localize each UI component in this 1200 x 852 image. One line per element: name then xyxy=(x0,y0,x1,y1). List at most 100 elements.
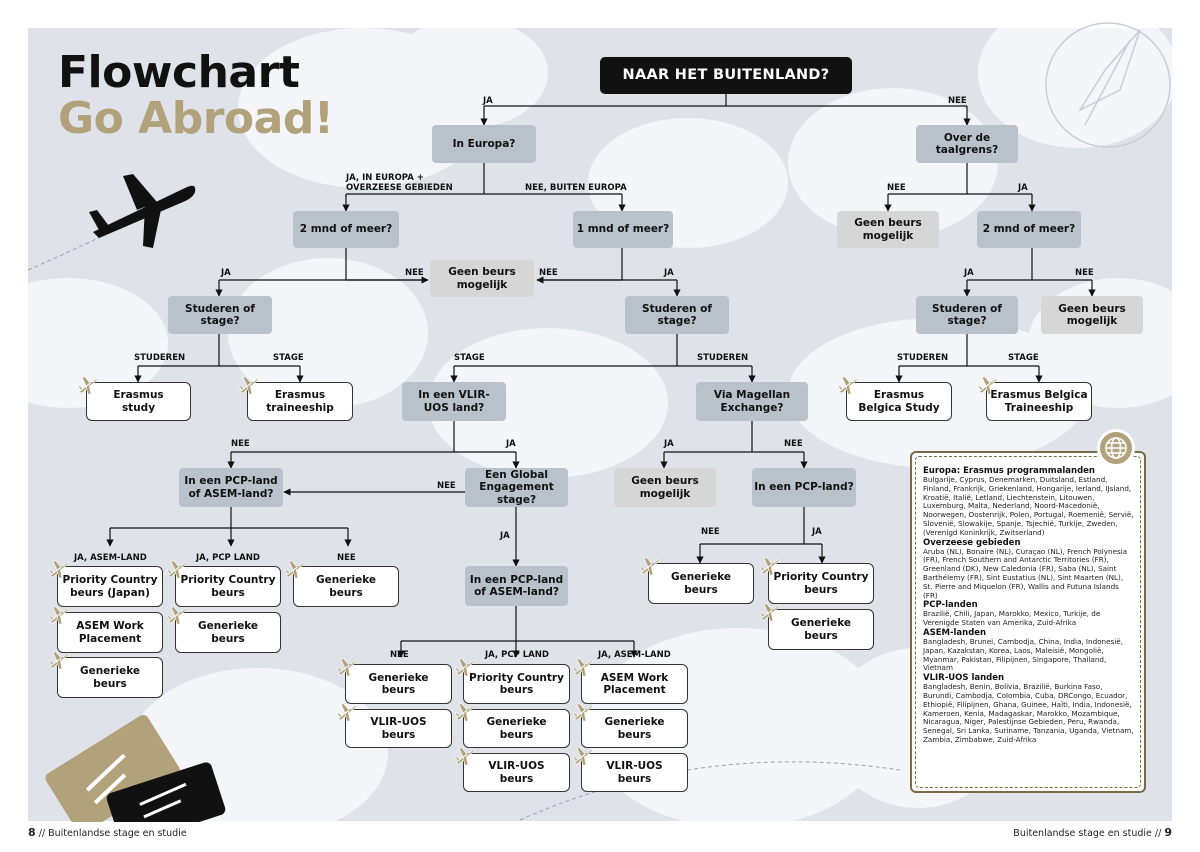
branch-label: NEE xyxy=(887,183,906,193)
question-vliruos-land: In een VLIR-UOS land? xyxy=(402,382,506,421)
outcome-generieke-3: Generieke beurs xyxy=(57,657,163,698)
plane-stamp-icon xyxy=(238,374,260,396)
legend-text: Bangladesh, Brunei, Cambodja, China, Ind… xyxy=(923,636,1123,673)
branch-label: JA xyxy=(664,439,674,449)
question-2mnd-left: 2 mnd of meer? xyxy=(293,211,399,248)
plane-stamp-icon xyxy=(639,555,661,577)
legend-heading: VLIR-UOS landen xyxy=(923,673,1005,684)
branch-label: JA xyxy=(964,268,974,278)
branch-label: OVERZEESE GEBIEDEN xyxy=(346,183,453,193)
plane-stamp-icon xyxy=(837,374,859,396)
legend-section-overzeese: Overzeese gebieden Aruba (NL), Bonaire (… xyxy=(923,538,1135,601)
no-grant-right1: Geen beurs mogelijk xyxy=(837,211,939,248)
plane-stamp-icon xyxy=(759,555,781,577)
branch-label: NEE xyxy=(1075,268,1094,278)
root-question: NAAR HET BUITENLAND? xyxy=(600,57,852,94)
plane-stamp-icon xyxy=(454,656,476,678)
branch-label: JA, ASEM-LAND xyxy=(74,553,147,563)
branch-label: STUDEREN xyxy=(697,353,749,363)
plane-stamp-icon xyxy=(48,604,70,626)
no-grant-middle: Geen beurs mogelijk xyxy=(430,260,534,297)
branch-label: JA xyxy=(664,268,674,278)
outcome-belgica-traineeship: Erasmus Belgica Traineeship xyxy=(986,382,1092,421)
question-pcp-or-asem-1: In een PCP-land of ASEM-land? xyxy=(179,468,283,507)
plane-stamp-icon xyxy=(454,701,476,723)
outcome-generieke-2: Generieke beurs xyxy=(175,612,281,653)
question-pcp-land: In een PCP-land? xyxy=(752,468,856,507)
outcome-erasmus-traineeship: Erasmus traineeship xyxy=(247,382,353,421)
branch-label: NEE, BUITEN EUROPA xyxy=(525,183,627,193)
footer-left: 8 // Buitenlandse stage en studie xyxy=(28,826,187,839)
plane-stamp-icon xyxy=(977,374,999,396)
page-number-right: 9 xyxy=(1164,826,1172,839)
footer-right-text: Buitenlandse stage en studie // xyxy=(1013,828,1162,839)
legend-heading: Europa: Erasmus programmalanden xyxy=(923,466,1095,476)
question-pcp-or-asem-2: In een PCP-land of ASEM-land? xyxy=(465,566,568,606)
plane-stamp-icon xyxy=(166,558,188,580)
outcome-vliruos-beurs-3: VLIR-UOS beurs xyxy=(581,753,688,792)
outcome-asem-work-1: ASEM Work Placement xyxy=(57,612,163,653)
cloud-decoration xyxy=(388,28,548,128)
ticket-icon xyxy=(45,715,226,822)
branch-label: JA xyxy=(483,96,493,106)
branch-label: NEE xyxy=(784,439,803,449)
legend-heading: PCP-landen xyxy=(923,600,978,611)
legend-section-vliruos: VLIR-UOS landen Bangladesh, Benin, Boliv… xyxy=(923,673,1135,745)
page-title-line2: Go Abroad! xyxy=(58,93,334,144)
outcome-generieke-5: Generieke beurs xyxy=(463,709,570,748)
branch-label: STAGE xyxy=(273,353,304,363)
question-2mnd-right: 2 mnd of meer? xyxy=(977,211,1081,248)
outcome-generieke-4: Generieke beurs xyxy=(345,664,452,704)
outcome-vliruos-beurs-2: VLIR-UOS beurs xyxy=(463,753,570,792)
plane-stamp-icon xyxy=(572,656,594,678)
outcome-belgica-study: Erasmus Belgica Study xyxy=(846,382,952,421)
legend-heading: ASEM-landen xyxy=(923,627,987,638)
outcome-generieke-1: Generieke beurs xyxy=(293,566,399,607)
legend-text: Bangladesh, Benin, Bolivia, Brazilië, Bu… xyxy=(923,682,1134,744)
legend-section-europa: Europa: Erasmus programmalanden Bulgarij… xyxy=(923,466,1135,538)
legend-text: Aruba (NL), Bonaire (NL), Curaçao (NL), … xyxy=(923,546,1128,600)
branch-label: NEE xyxy=(539,268,558,278)
plane-stamp-icon xyxy=(572,701,594,723)
branch-label: JA, PCP LAND xyxy=(196,553,260,563)
page-number-left: 8 xyxy=(28,826,36,839)
branch-label: STUDEREN xyxy=(134,353,186,363)
footer-left-text: // Buitenlandse stage en studie xyxy=(38,828,187,839)
branch-label: JA, PCP LAND xyxy=(485,650,549,660)
plane-stamp-icon xyxy=(166,604,188,626)
branch-label: JA xyxy=(812,527,822,537)
plane-stamp-icon xyxy=(454,745,476,767)
question-taalgrens: Over de taalgrens? xyxy=(916,125,1018,163)
plane-stamp-icon xyxy=(336,656,358,678)
legend-text: Bulgarije, Cyprus, Denemarken, Duitsland… xyxy=(923,475,1134,537)
branch-label: NEE xyxy=(405,268,424,278)
country-legend: Europa: Erasmus programmalanden Bulgarij… xyxy=(910,451,1146,793)
branch-label: NEE xyxy=(701,527,720,537)
plane-stamp-icon xyxy=(336,701,358,723)
branch-label: NEE xyxy=(948,96,967,106)
outcome-generieke-8: Generieke beurs xyxy=(648,563,754,604)
outcome-priority-pcp-2: Priority Country beurs xyxy=(463,664,570,704)
question-study-or-stage-2: Studeren of stage? xyxy=(625,296,729,334)
legend-section-pcp: PCP-landen Brazilië, Chili, Japan, Marok… xyxy=(923,600,1135,628)
question-study-or-stage-1: Studeren of stage? xyxy=(168,296,272,334)
question-europa: In Europa? xyxy=(432,125,536,163)
plane-stamp-icon xyxy=(77,374,99,396)
outcome-generieke-7: Generieke beurs xyxy=(768,609,874,650)
question-global-engagement: Een Global Engagement stage? xyxy=(465,468,568,507)
no-grant-magellan: Geen beurs mogelijk xyxy=(614,468,716,507)
page-title-line1: Flowchart xyxy=(58,47,300,98)
branch-label: NEE xyxy=(231,439,250,449)
outcome-vliruos-beurs-1: VLIR-UOS beurs xyxy=(345,709,452,748)
legend-heading: Overzeese gebieden xyxy=(923,537,1021,548)
branch-label: JA xyxy=(1018,183,1028,193)
branch-label: NEE xyxy=(337,553,356,563)
branch-label: JA xyxy=(500,531,510,541)
branch-label: JA, ASEM-LAND xyxy=(598,650,671,660)
airplane-icon xyxy=(89,174,196,248)
outcome-priority-japan: Priority Country beurs (Japan) xyxy=(57,566,163,607)
plane-stamp-icon xyxy=(48,558,70,580)
legend-content: Europa: Erasmus programmalanden Bulgarij… xyxy=(915,456,1141,788)
plane-stamp-icon xyxy=(284,558,306,580)
